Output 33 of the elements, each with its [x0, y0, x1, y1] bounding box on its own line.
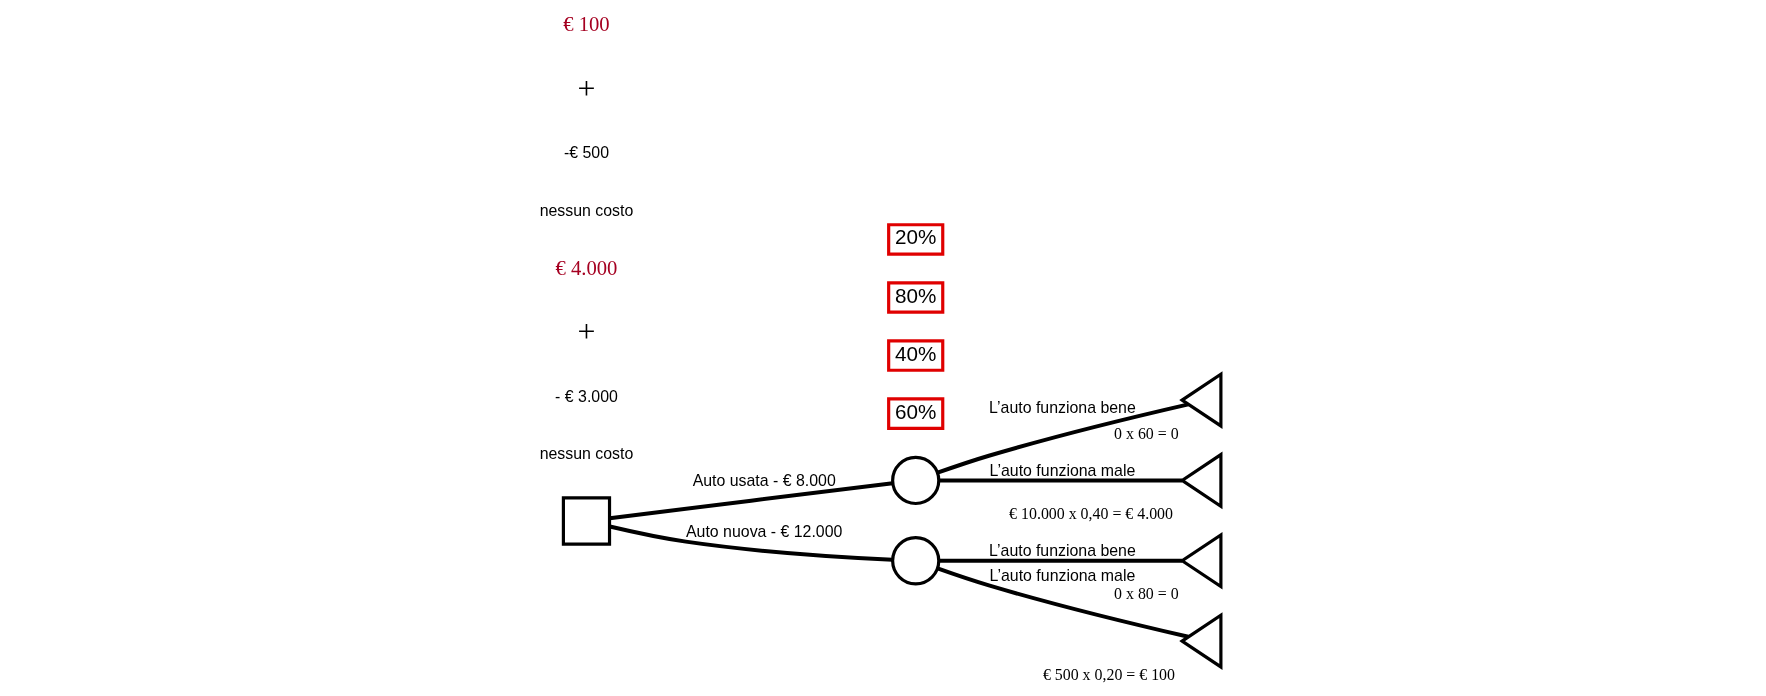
connector	[936, 566, 1189, 639]
node-label: 0 x 80 = 0	[1113, 585, 1179, 603]
edge-label: L’auto funziona male	[989, 461, 1135, 479]
node-label: € 10.000 x 0,40 = € 4.000	[1008, 504, 1173, 522]
edge-label: L’auto funziona bene	[988, 398, 1136, 416]
connector	[608, 524, 892, 562]
edge-label: Auto nuova - € 12.000	[685, 522, 842, 540]
node-circle	[890, 536, 940, 586]
node-triangle	[1178, 371, 1222, 429]
label: - € 3.000	[554, 387, 618, 405]
connector	[609, 481, 893, 521]
label: € 4.000	[554, 256, 617, 279]
edge-label: Auto usata - € 8.000	[692, 471, 836, 489]
edge-label: L’auto funziona male	[989, 566, 1135, 584]
node-box: 60%	[886, 397, 944, 430]
node-circle	[890, 455, 940, 506]
node-box: 80%	[886, 281, 944, 314]
node-box	[561, 496, 611, 546]
label: +	[577, 314, 595, 350]
node-box: 20%	[886, 223, 944, 256]
node-label: 0 x 60 = 0	[1113, 424, 1179, 442]
label: € 100	[562, 13, 610, 36]
connector	[936, 402, 1189, 475]
label: +	[577, 70, 595, 106]
node-box: 40%	[886, 339, 944, 372]
connector	[938, 478, 1182, 483]
label: -€ 500	[563, 144, 609, 162]
node-label: € 500 x 0,20 = € 100	[1042, 665, 1175, 683]
label: nessun costo	[539, 444, 633, 462]
edge-label: L’auto funziona bene	[988, 541, 1136, 559]
node-triangle	[1178, 612, 1222, 670]
connector	[938, 558, 1182, 563]
label: nessun costo	[539, 201, 633, 219]
